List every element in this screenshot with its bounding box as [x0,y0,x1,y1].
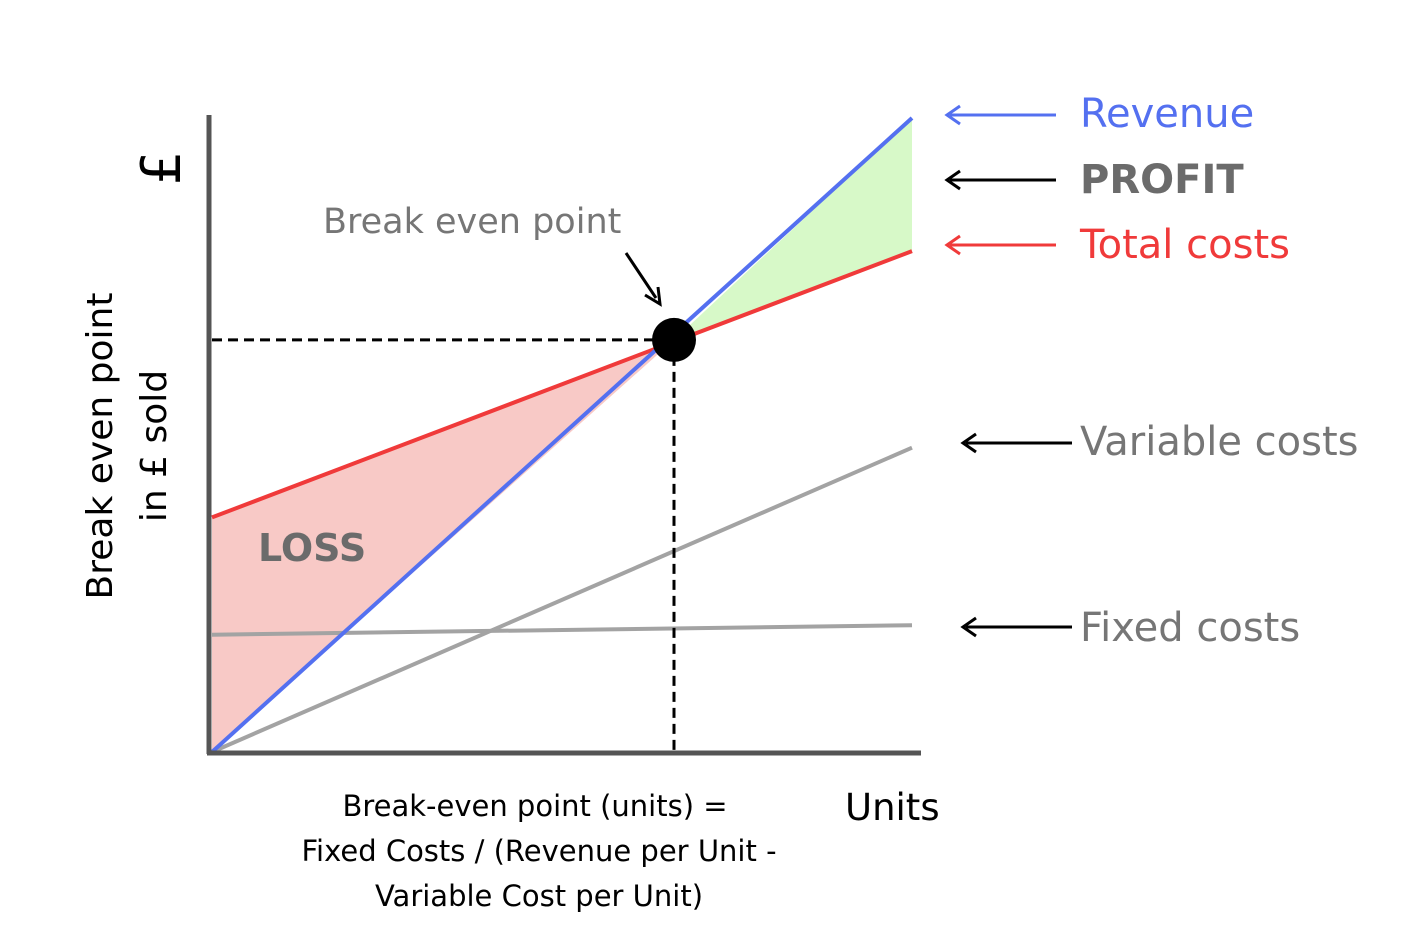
total-costs-legend-arrow [944,234,1056,256]
loss-label: LOSS [258,526,366,570]
total-costs-line [211,249,913,520]
formula-line-2: Fixed Costs / (Revenue per Unit - [301,834,776,868]
revenue-legend-label: Revenue [1080,91,1254,137]
fixed-costs-legend-label: Fixed costs [1080,605,1300,651]
revenue-legend-arrow [944,104,1056,126]
break-even-label: Break even point [323,202,621,242]
revenue-line [210,116,914,754]
variable-costs-legend-arrow [960,432,1072,454]
y-axis-label-line2: in £ sold [134,370,175,522]
total-costs-legend-label: Total costs [1079,222,1290,268]
profit-legend-label: PROFIT [1080,157,1244,203]
formula-line-1: Break-even point (units) = [342,789,727,823]
variable-costs-line [211,445,913,754]
x-axis-label: Units [845,786,940,829]
profit-legend-arrow [944,169,1056,191]
break-even-marker [652,317,696,362]
variable-costs-legend-label: Variable costs [1080,419,1359,465]
fixed-costs-legend-arrow [960,616,1072,638]
fixed-costs-line [211,623,913,637]
break-even-pointer-arrow [624,252,662,307]
formula-line-3: Variable Cost per Unit) [375,879,703,913]
y-axis-currency-symbol: £ [130,151,193,185]
y-axis-label-line1: Break even point [80,293,121,600]
